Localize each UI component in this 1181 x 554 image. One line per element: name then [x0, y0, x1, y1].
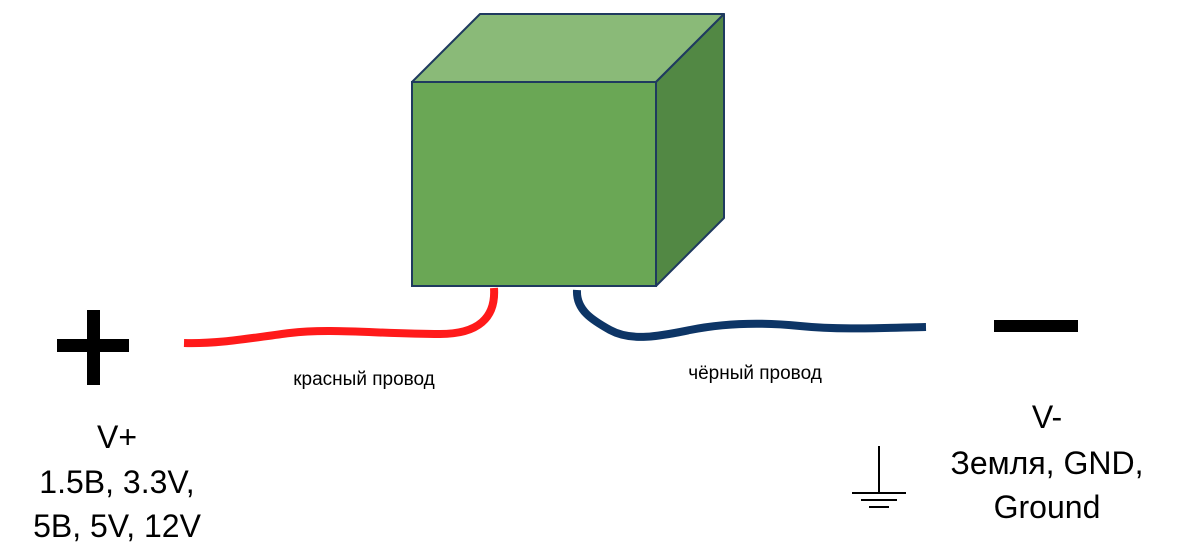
negative-label-line3: Ground — [994, 489, 1101, 525]
ground-icon — [852, 446, 906, 508]
positive-label-line3: 5B, 5V, 12V — [33, 508, 202, 544]
positive-label-line1: V+ — [97, 419, 137, 455]
negative-label-line1: V- — [1032, 399, 1062, 435]
negative-label-line2: Земля, GND, — [951, 445, 1144, 481]
negative-label: V- Земля, GND, Ground — [951, 399, 1144, 525]
positive-label-line2: 1.5B, 3.3V, — [39, 464, 194, 500]
device-box — [411, 13, 725, 287]
red-wire — [183, 287, 499, 348]
plus-icon — [57, 310, 129, 385]
positive-label: V+ 1.5B, 3.3V, 5B, 5V, 12V — [33, 419, 202, 544]
black-wire-label: чёрный провод — [688, 363, 822, 384]
minus-icon — [994, 320, 1078, 332]
red-wire-label: красный провод — [293, 369, 435, 390]
box-front-face — [411, 81, 657, 287]
black-wire — [573, 289, 927, 341]
